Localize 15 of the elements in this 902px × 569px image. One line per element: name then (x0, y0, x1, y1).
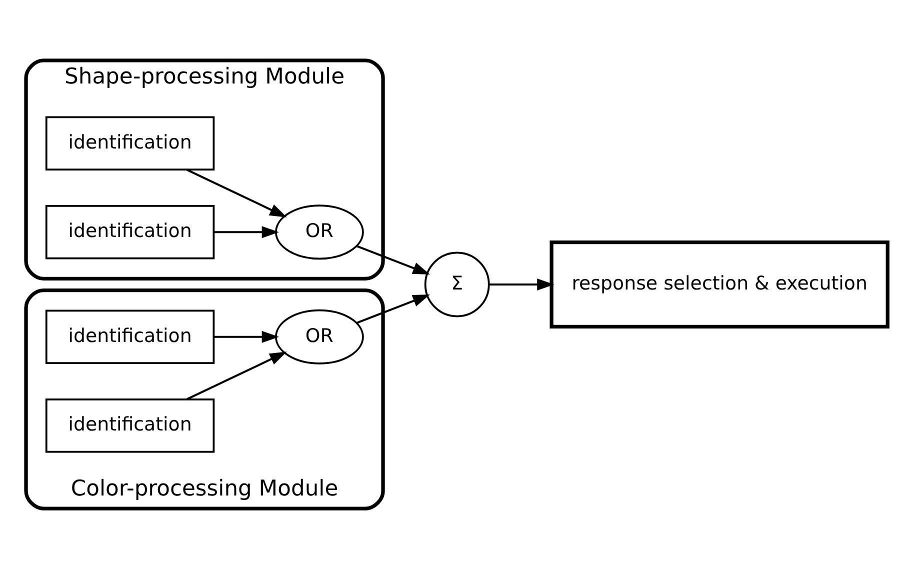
arrow (489, 278, 554, 291)
node-circle: Σ (424, 252, 490, 318)
node-box: identification (45, 310, 215, 364)
arrow (186, 168, 287, 218)
arrow (356, 294, 430, 324)
node-ellipse: OR (275, 309, 364, 364)
node-ellipse: OR (275, 204, 364, 260)
node-box: identification (45, 205, 215, 260)
arrow (356, 245, 430, 275)
arrow (186, 352, 287, 400)
arrow (214, 330, 280, 343)
node-box: response selection & execution (550, 240, 890, 328)
arrow (214, 226, 280, 238)
node-box: identification (45, 398, 215, 453)
node-box: identification (45, 116, 215, 171)
